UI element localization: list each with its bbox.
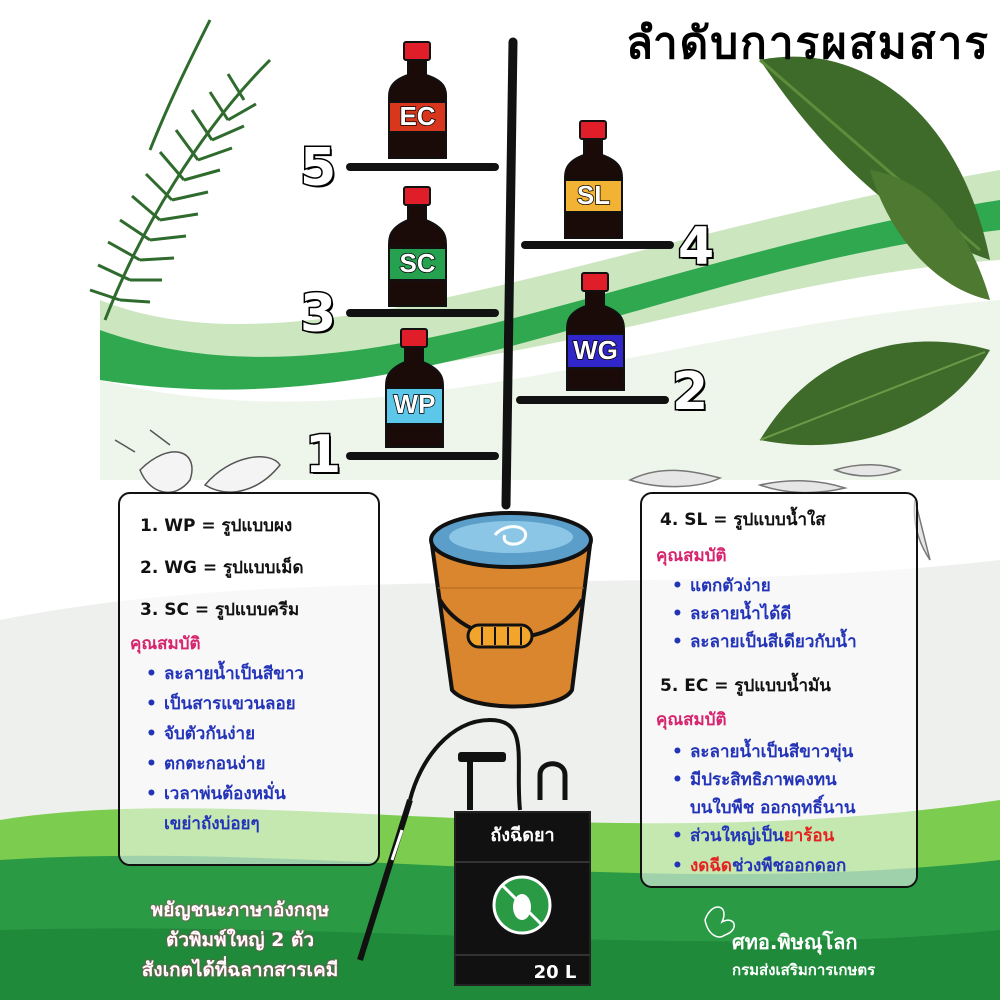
order-number-5: 5 <box>298 137 337 200</box>
bottle-label-ec: EC <box>399 100 437 132</box>
order-number-2: 2 <box>670 361 709 424</box>
list-item: •ละลายน้ำเป็นสีขาว <box>146 664 304 684</box>
fern-left <box>89 19 272 321</box>
order-number-4: 4 <box>676 216 715 279</box>
properties-title-sl: คุณสมบัติ <box>656 546 727 566</box>
sprayer-label: ถังฉีดยา <box>490 825 555 846</box>
list-item: •แตกตัวง่าย <box>672 576 771 596</box>
bottle-sc <box>388 186 447 307</box>
page-title: ลำดับการผสมสาร <box>626 18 990 69</box>
bottle-wp <box>385 328 444 448</box>
bottle-sl <box>564 120 623 239</box>
list-item-continuation: เขย่าถังบ่อยๆ <box>164 814 260 834</box>
credit-department: กรมส่งเสริมการเกษตร <box>732 961 876 979</box>
right-info-box <box>640 492 918 888</box>
sprayer <box>357 717 591 986</box>
bottom-note-line: ตัวพิมพ์ใหญ่ 2 ตัว <box>165 929 315 951</box>
bottle-wg <box>566 272 625 391</box>
list-item: •จับตัวกันง่าย <box>146 724 256 744</box>
butterfly <box>104 871 142 903</box>
bottom-note-line: พยัญชนะภาษาอังกฤษ <box>150 899 330 921</box>
list-item: •ส่วนใหญ่เป็นยาร้อน <box>672 826 835 846</box>
leaf-right-mid <box>760 341 990 446</box>
bottom-note-line: สังเกตได้ที่ฉลากสารเคมี <box>141 959 339 981</box>
type-row-sc: 3. SC = รูปแบบครีม <box>140 600 300 620</box>
bottle-label-sl: SL <box>576 179 611 211</box>
list-item: •งดฉีดช่วงพืชออกดอก <box>672 856 847 876</box>
type-row-ec: 5. EC = รูปแบบน้ำมัน <box>660 676 831 696</box>
bottle-label-wp: WP <box>393 388 436 420</box>
list-item: •ละลายน้ำได้ดี <box>672 604 792 624</box>
list-item: •ละลายน้ำเป็นสีขาวขุ่น <box>672 742 854 762</box>
left-info-box <box>118 492 380 866</box>
properties-title-left: คุณสมบัติ <box>130 634 201 654</box>
list-item: •มีประสิทธิภาพคงทน <box>672 770 837 790</box>
bottle-label-sc: SC <box>399 247 437 279</box>
caterpillars <box>628 463 931 561</box>
order-number-1: 1 <box>303 424 342 487</box>
credit-office: ศทอ.พิษณุโลก <box>732 930 858 954</box>
list-item: •ละลายเป็นสีเดียวกับน้ำ <box>672 632 857 652</box>
bottom-note: พยัญชนะภาษาอังกฤษ ตัวพิมพ์ใหญ่ 2 ตัว สัง… <box>110 895 370 985</box>
list-item-continuation: บนใบพืช ออกฤทธิ์นาน <box>690 798 856 818</box>
list-item: •เป็นสารแขวนลอย <box>146 694 296 714</box>
bucket <box>429 511 593 709</box>
sprayer-volume: 20 L <box>533 962 577 983</box>
list-item: •ตกตะกอนง่าย <box>146 754 266 774</box>
butterfly-credit <box>704 906 735 938</box>
type-row-sl: 4. SL = รูปแบบน้ำใส <box>660 510 826 530</box>
type-row-wg: 2. WG = รูปแบบเม็ด <box>140 558 304 578</box>
type-row-wp: 1. WP = รูปแบบผง <box>140 516 293 536</box>
list-item: •เวลาพ่นต้องหมั่น <box>146 784 286 804</box>
properties-title-ec: คุณสมบัติ <box>656 710 727 730</box>
bottle-label-wg: WG <box>572 334 618 366</box>
insects-left <box>114 429 281 494</box>
order-number-3: 3 <box>298 283 337 346</box>
bottle-ec <box>387 41 448 159</box>
